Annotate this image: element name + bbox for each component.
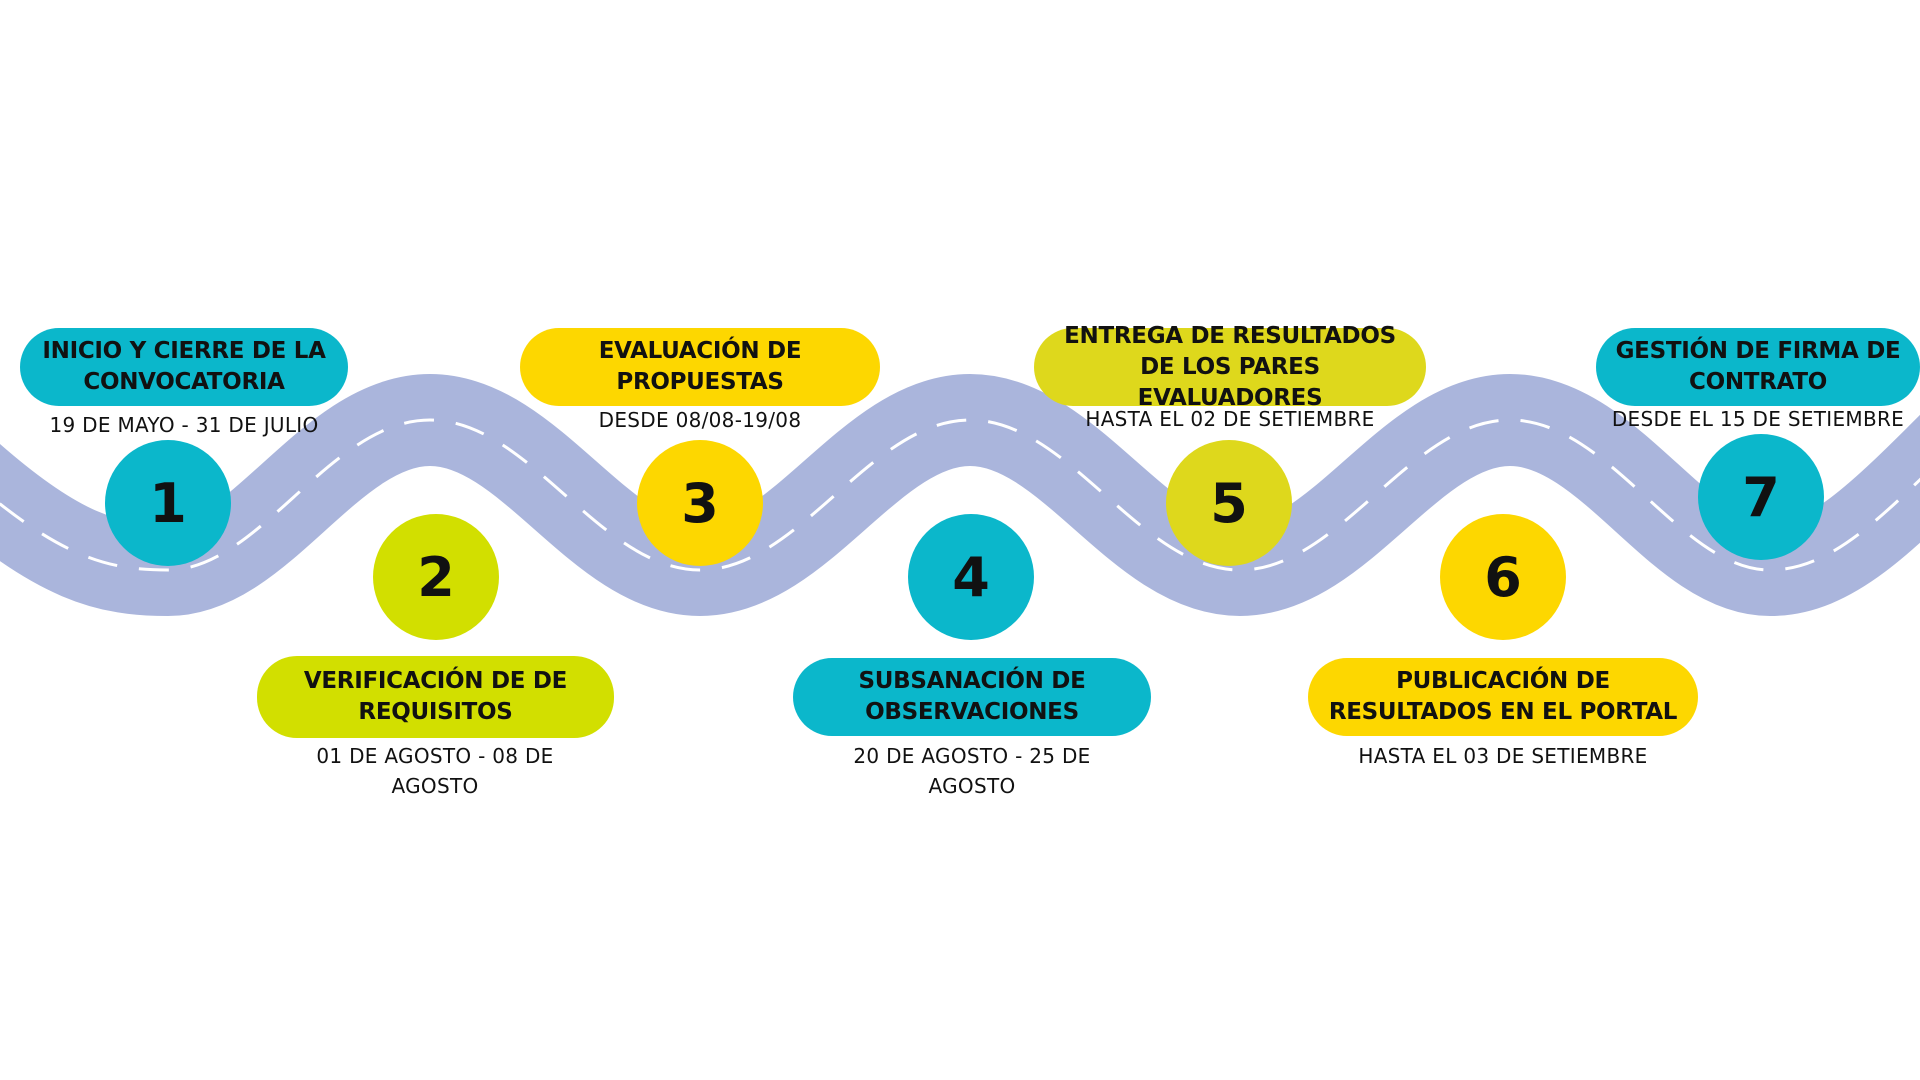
step-6-title: PUBLICACIÓN DE RESULTADOS EN EL PORTAL bbox=[1328, 668, 1678, 725]
step-6-number: 6 bbox=[1484, 545, 1522, 609]
step-5-number: 5 bbox=[1210, 471, 1248, 535]
step-1-date: 19 DE MAYO - 31 DE JULIO bbox=[49, 413, 319, 437]
step-1-title: INICIO Y CIERRE DE LA CONVOCATORIA bbox=[42, 338, 326, 395]
step-6-date: HASTA EL 03 DE SETIEMBRE bbox=[1358, 744, 1648, 768]
step-5-date: HASTA EL 02 DE SETIEMBRE bbox=[1085, 407, 1375, 431]
step-5-number-circle: 5 bbox=[1166, 440, 1292, 566]
step-4-number-circle: 4 bbox=[908, 514, 1034, 640]
step-7-title: GESTIÓN DE FIRMA DE CONTRATO bbox=[1615, 338, 1901, 395]
step-3-number: 3 bbox=[681, 471, 719, 535]
step-6-title-pill: PUBLICACIÓN DE RESULTADOS EN EL PORTAL bbox=[1308, 658, 1698, 736]
step-3-title: EVALUACIÓN DE PROPUESTAS bbox=[598, 338, 802, 395]
step-3-title-pill: EVALUACIÓN DE PROPUESTAS bbox=[520, 328, 880, 406]
step-4-title: SUBSANACIÓN DE OBSERVACIONES bbox=[858, 668, 1086, 725]
step-7-number: 7 bbox=[1742, 465, 1780, 529]
road-lane-markings bbox=[0, 418, 1920, 572]
step-3-number-circle: 3 bbox=[637, 440, 763, 566]
step-1-title-pill: INICIO Y CIERRE DE LA CONVOCATORIA bbox=[20, 328, 348, 406]
step-2-date: 01 DE AGOSTO - 08 DE AGOSTO bbox=[316, 744, 554, 798]
step-4-date: 20 DE AGOSTO - 25 DE AGOSTO bbox=[853, 744, 1091, 798]
step-7-title-pill: GESTIÓN DE FIRMA DE CONTRATO bbox=[1596, 328, 1920, 406]
step-7-date: DESDE EL 15 DE SETIEMBRE bbox=[1611, 407, 1905, 431]
step-4-number: 4 bbox=[952, 545, 990, 609]
step-2-number: 2 bbox=[417, 545, 455, 609]
step-2-title-pill: VERIFICACIÓN DE DE REQUISITOS bbox=[257, 656, 614, 738]
step-7-number-circle: 7 bbox=[1698, 434, 1824, 560]
step-3-date: DESDE 08/08-19/08 bbox=[598, 408, 802, 432]
step-5-title-pill: ENTREGA DE RESULTADOS DE LOS PARES EVALU… bbox=[1034, 323, 1426, 411]
step-2-number-circle: 2 bbox=[373, 514, 499, 640]
step-2-title: VERIFICACIÓN DE DE REQUISITOS bbox=[303, 668, 568, 725]
step-5-title: ENTREGA DE RESULTADOS DE LOS PARES EVALU… bbox=[1064, 322, 1396, 411]
step-6-number-circle: 6 bbox=[1440, 514, 1566, 640]
step-1-number-circle: 1 bbox=[105, 440, 231, 566]
step-1-number: 1 bbox=[149, 471, 187, 535]
step-4-title-pill: SUBSANACIÓN DE OBSERVACIONES bbox=[793, 658, 1151, 736]
